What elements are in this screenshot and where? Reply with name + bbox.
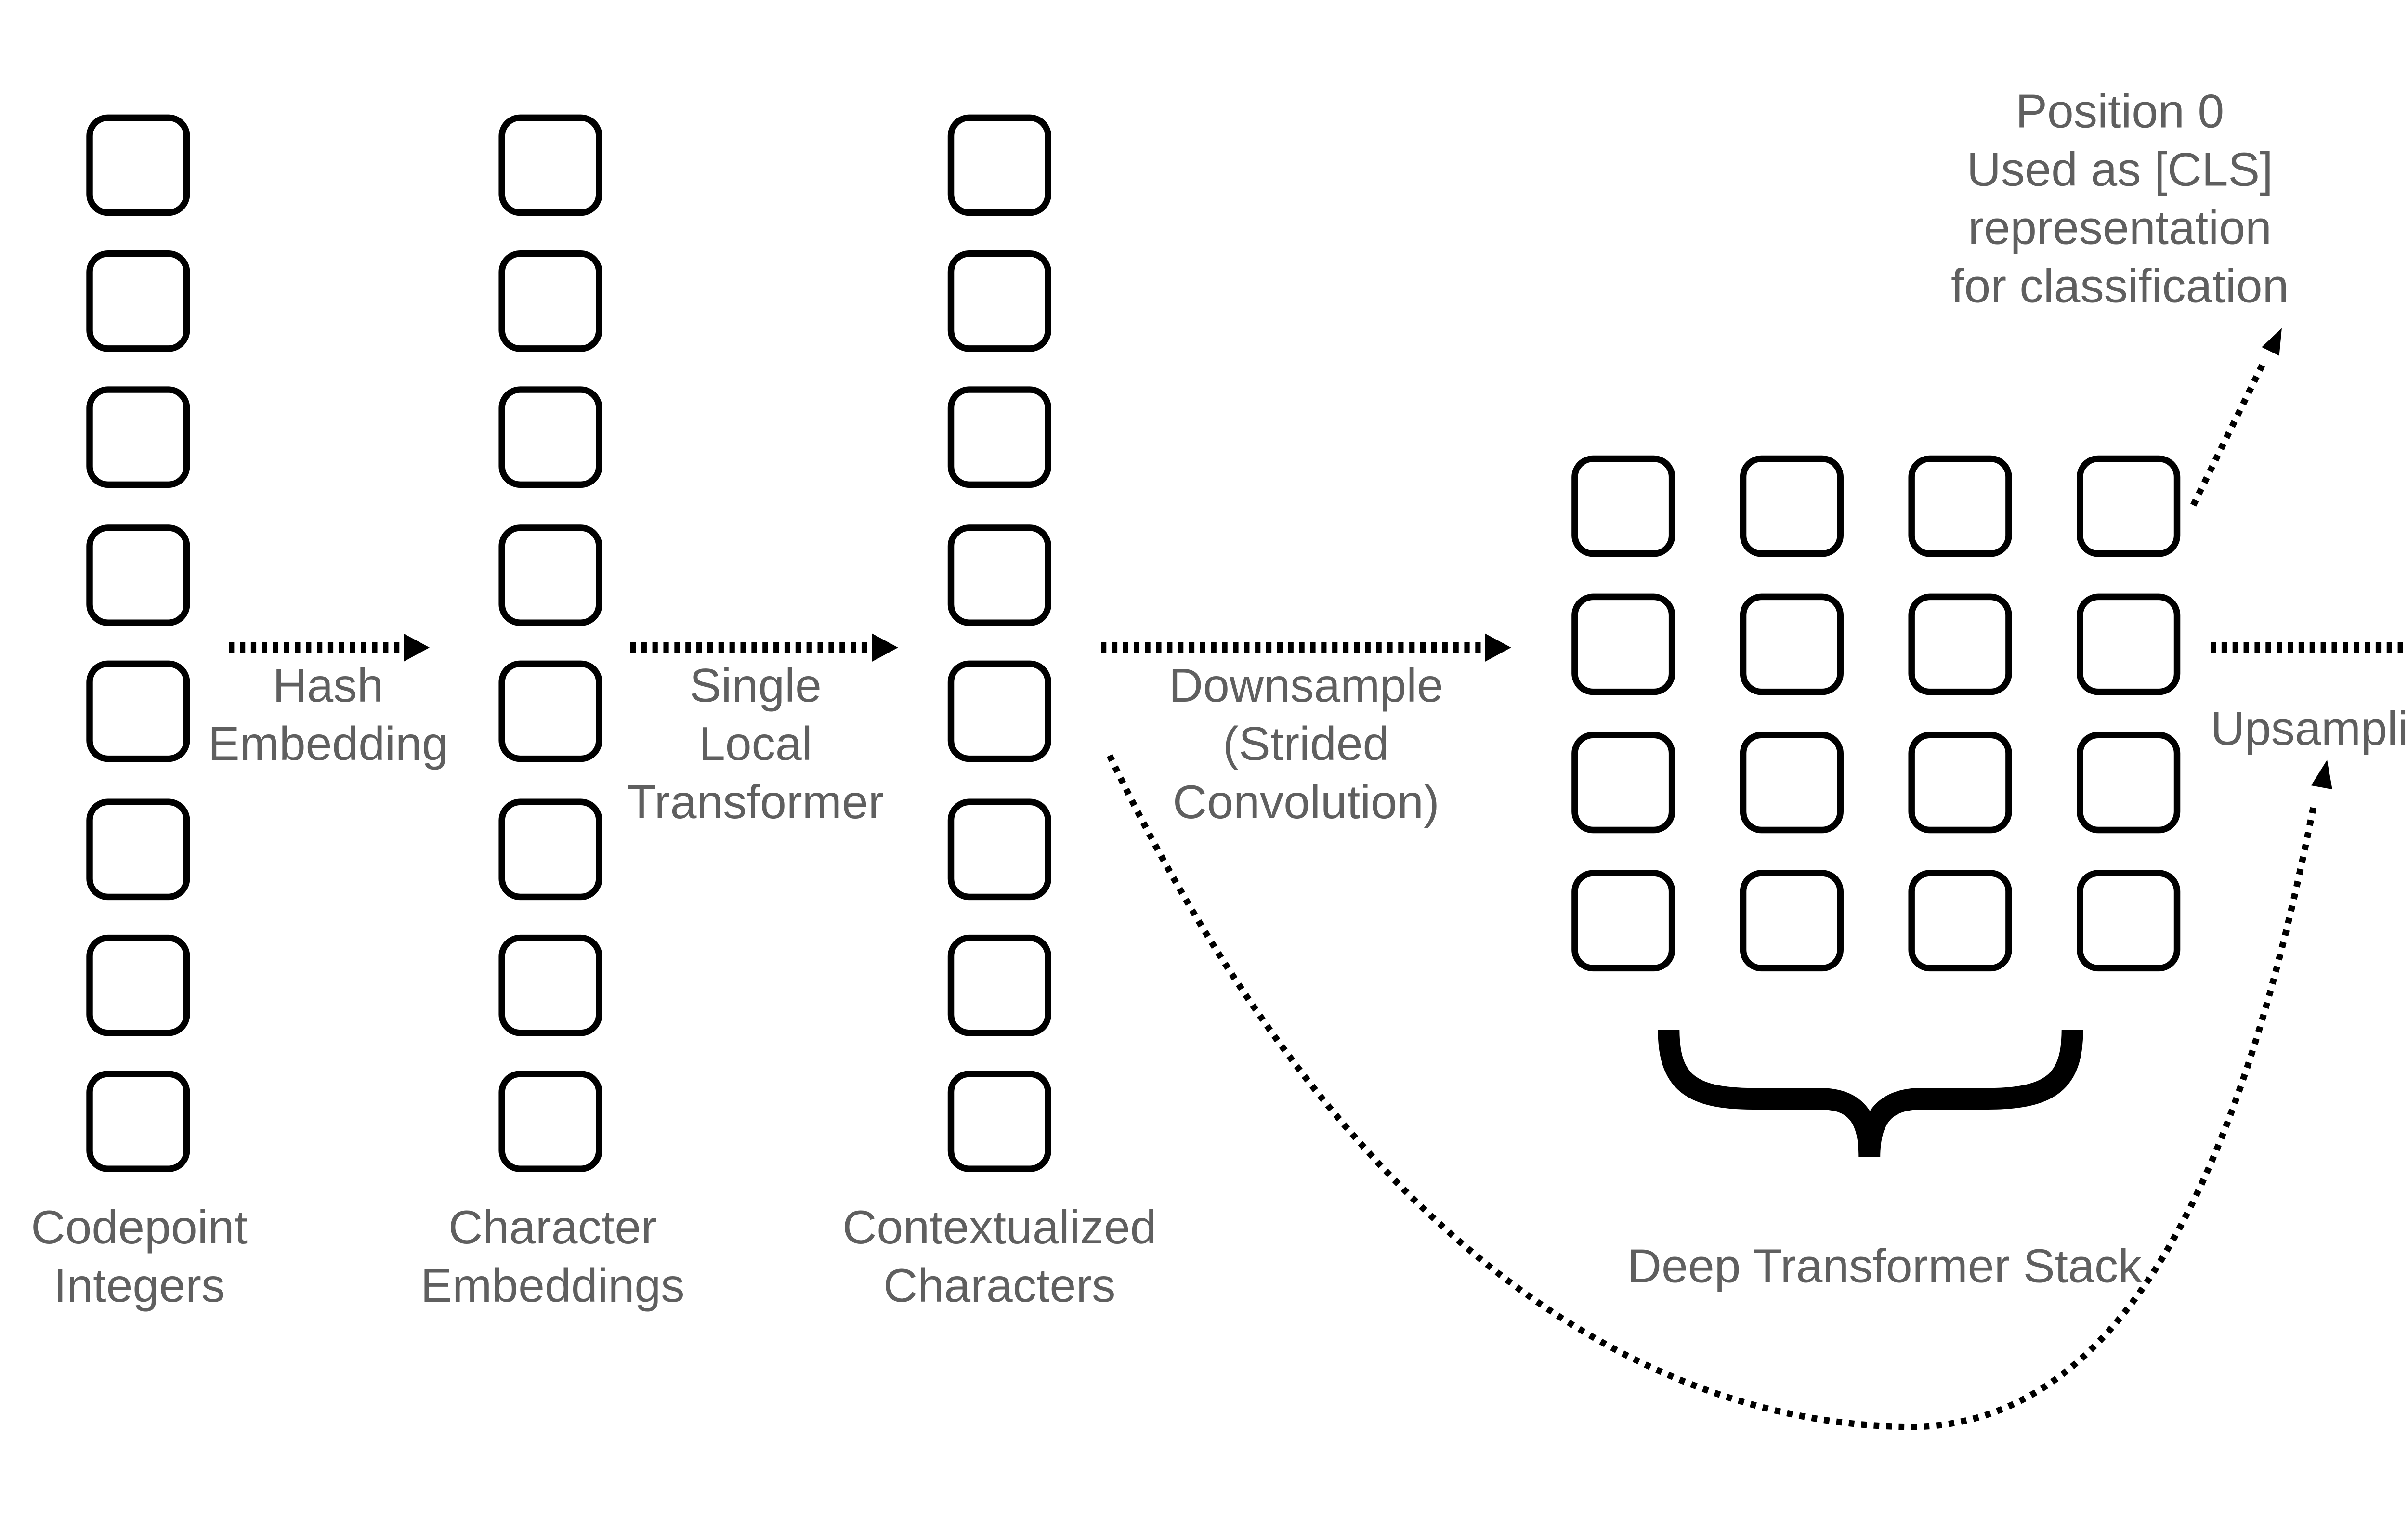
label-character-embeddings: Character Embeddings <box>420 1199 685 1312</box>
downsampled-token-box <box>1908 870 2012 972</box>
brace-icon <box>1658 1029 2083 1157</box>
label-codepoint-integers: Codepoint Integers <box>31 1199 248 1312</box>
token-box <box>86 661 190 763</box>
token-box <box>86 935 190 1036</box>
label-contextualized-characters: Contextualized Characters <box>842 1199 1157 1312</box>
token-box <box>86 250 190 352</box>
skip-connection-arrowhead-icon <box>2311 759 2332 790</box>
label-deep-transformer-stack: Deep Transformer Stack <box>1627 1238 2142 1292</box>
token-box <box>947 797 1051 900</box>
downsampled-token-box <box>1571 732 1675 834</box>
column-contextualized-characters <box>947 114 1051 1173</box>
token-box <box>947 250 1051 352</box>
downsampled-token-box <box>2077 870 2181 972</box>
token-box <box>947 387 1051 489</box>
token-box <box>498 935 602 1036</box>
token-box <box>498 797 602 900</box>
token-box <box>498 661 602 763</box>
label-hash-embedding: Hash Embedding <box>208 657 448 770</box>
token-box <box>498 250 602 352</box>
token-box <box>86 387 190 489</box>
cls-position0-arrow <box>2190 359 2268 507</box>
token-box <box>498 1072 602 1173</box>
hash-embedding-arrowhead-icon <box>404 633 430 662</box>
downsampled-token-box <box>1740 593 1844 695</box>
downsampled-token-box <box>1571 870 1675 972</box>
cls-position0-arrowhead-icon <box>2262 328 2282 356</box>
downsample-arrowhead-icon <box>1485 633 1511 662</box>
token-box <box>947 114 1051 215</box>
downsampled-token-box <box>2077 732 2181 834</box>
token-box <box>947 661 1051 763</box>
downsampled-token-box <box>1571 455 1675 557</box>
token-box <box>498 524 602 626</box>
downsampled-token-box <box>1908 455 2012 557</box>
downsampled-token-box <box>1571 593 1675 695</box>
deep-transformer-grid <box>1571 455 2181 972</box>
token-box <box>86 797 190 900</box>
token-box <box>498 114 602 215</box>
token-box <box>947 935 1051 1036</box>
downsampled-token-box <box>1740 732 1844 834</box>
column-codepoint-integers <box>86 114 190 1173</box>
token-box <box>947 1072 1051 1173</box>
token-box <box>498 387 602 489</box>
single-local-transformer-arrowhead-icon <box>872 633 898 662</box>
token-box <box>86 1072 190 1173</box>
token-box <box>86 114 190 215</box>
column-character-embeddings <box>498 114 602 1173</box>
label-downsample-strided-convolution: Downsample (Strided Convolution) <box>1168 657 1443 828</box>
token-box <box>86 524 190 626</box>
label-single-local-transformer: Single Local Transformer <box>627 657 884 828</box>
downsampled-token-box <box>2077 593 2181 695</box>
label-upsampling: Upsampling <box>2210 700 2408 755</box>
downsampled-token-box <box>2077 455 2181 557</box>
downsampled-token-box <box>1740 870 1844 972</box>
downsampled-token-box <box>1908 732 2012 834</box>
downsampled-token-box <box>1908 593 2012 695</box>
cls-note: Position 0 Used as [CLS] representation … <box>1950 83 2289 312</box>
downsampled-token-box <box>1740 455 1844 557</box>
token-box <box>947 524 1051 626</box>
